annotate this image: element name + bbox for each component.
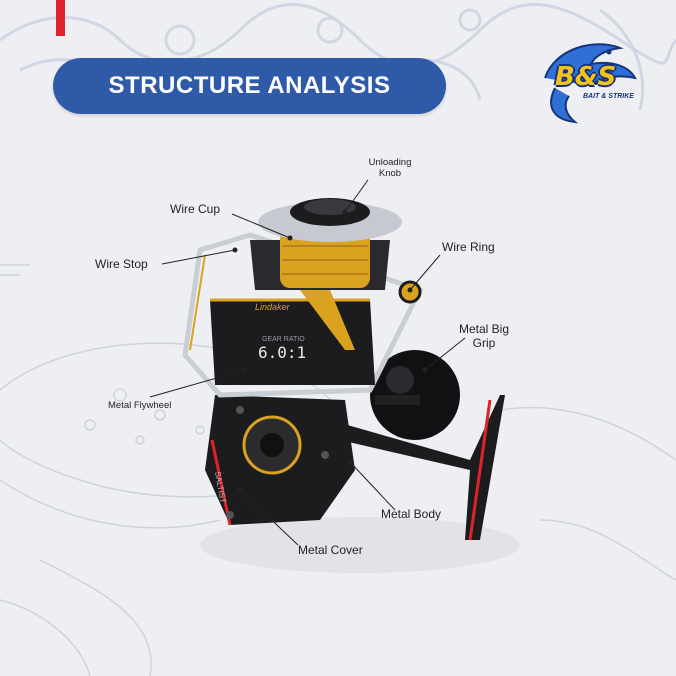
gear-ratio-label: GEAR RATIO [262, 336, 305, 343]
wire-ring-label: Wire Ring [442, 240, 495, 254]
metal-big-grip-line1: Metal Big [458, 322, 510, 336]
page-title: STRUCTURE ANALYSIS [108, 72, 391, 99]
wire-stop-label: Wire Stop [95, 257, 148, 271]
metal-big-grip-label: Metal Big Grip [452, 322, 516, 350]
unloading-knob-line2: Knob [378, 168, 402, 179]
fish-logo-icon [544, 43, 637, 124]
metal-big-grip-line2: Grip [472, 336, 496, 350]
brand-logo: B&S BAIT & STRIKE [525, 38, 637, 124]
unloading-knob-line1: Unloading [368, 157, 412, 168]
logo-mark: B&S [555, 62, 617, 92]
metal-flywheel-label: Metal Flywheel [108, 400, 172, 411]
title-banner: STRUCTURE ANALYSIS [53, 58, 446, 114]
red-accent-bar [56, 0, 65, 36]
gear-ratio-value: 6.0:1 [258, 343, 306, 362]
metal-body-label: Metal Body [381, 507, 442, 521]
wire-cup-label: Wire Cup [170, 202, 221, 216]
metal-cover-label: Metal Cover [298, 543, 363, 557]
reel-brand-text: Lindaker [255, 302, 291, 312]
unloading-knob-label: Unloading Knob [358, 157, 422, 179]
logo-tagline: BAIT & STRIKE [583, 93, 634, 100]
